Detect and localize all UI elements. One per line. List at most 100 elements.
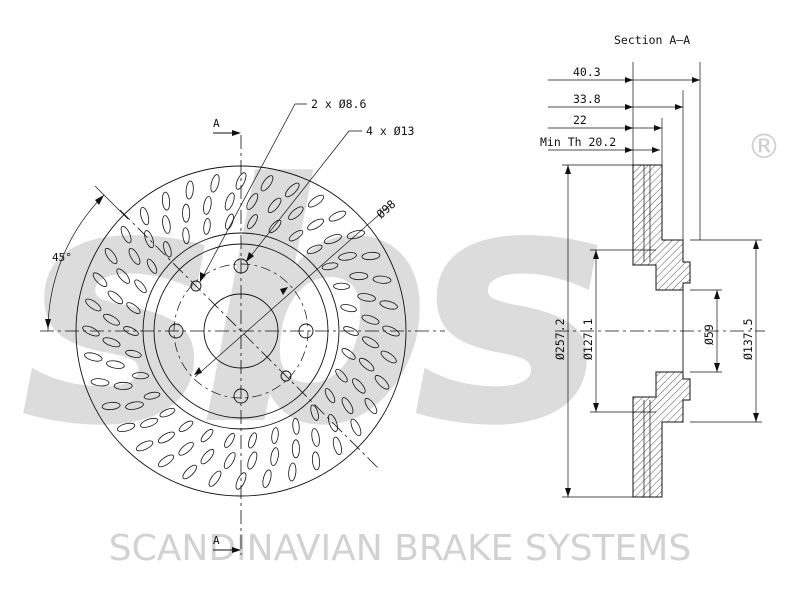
vent-slot — [311, 451, 321, 471]
vent-slot — [307, 218, 324, 231]
vent-slot — [135, 440, 154, 452]
vent-slot — [225, 213, 234, 230]
vent-slot — [350, 418, 362, 437]
vent-slot — [203, 196, 212, 215]
dim-label-33-8: 33.8 — [573, 92, 601, 106]
vent-slot — [260, 175, 274, 192]
vent-slot — [364, 397, 378, 415]
vent-slot — [362, 336, 379, 349]
dim-arrow-257-top — [565, 165, 571, 174]
angle-label: 45° — [52, 251, 72, 264]
vent-slot — [248, 432, 257, 449]
dim-label-257: Ø257.2 — [553, 318, 567, 360]
vent-slot — [306, 244, 323, 254]
vent-slot — [246, 193, 259, 210]
vent-slot — [162, 215, 171, 234]
section-letter-top: A — [213, 117, 220, 130]
vent-slot — [380, 350, 397, 364]
vent-slot — [178, 441, 194, 456]
vent-slot — [291, 439, 300, 459]
callout-arrowhead-bolt-hole — [246, 252, 254, 262]
dim-arrow-33-8-left — [625, 104, 633, 110]
watermark-sbs-text: sbs — [20, 114, 598, 498]
vent-slot — [132, 372, 149, 380]
vent-slot — [332, 436, 342, 456]
vent-slot — [158, 431, 175, 444]
dim-arrow-min-th — [652, 147, 660, 153]
vent-slot — [262, 469, 272, 488]
vent-slot — [358, 357, 375, 372]
section-title: Section A–A — [614, 33, 690, 47]
registered-mark-icon: ® — [747, 127, 781, 167]
vent-slot — [247, 214, 258, 230]
vent-slot — [346, 230, 366, 240]
dim-arrow-22-left — [625, 125, 633, 131]
callout-bolt-hole: 4 x Ø13 — [366, 124, 415, 138]
vent-slot — [102, 337, 121, 348]
vent-slot — [140, 206, 150, 226]
vent-slot — [361, 251, 381, 261]
vent-slot — [382, 325, 400, 337]
section-letter-bottom: A — [213, 534, 220, 547]
vent-slot — [224, 432, 235, 448]
vent-slot — [372, 275, 392, 284]
dim-arrow-137-bottom — [753, 413, 759, 422]
vent-slot — [224, 192, 235, 211]
dim-arrow-137-top — [753, 240, 759, 249]
vent-slot — [310, 404, 319, 421]
vent-slot — [203, 218, 211, 235]
vent-slot — [208, 470, 222, 487]
vent-slot — [338, 252, 357, 261]
section-arrowhead-bottom — [232, 547, 241, 553]
vent-slot — [341, 348, 356, 360]
vent-slot — [85, 298, 102, 312]
vent-slot — [143, 391, 161, 400]
vent-slot — [101, 401, 121, 411]
vent-slot — [182, 464, 197, 480]
vent-slot — [125, 401, 144, 410]
angle-arc — [47, 194, 105, 332]
vent-slot — [104, 247, 118, 265]
front-view: A A 2 x Ø8.6 4 x Ø13 Ø98 45° — [40, 97, 445, 555]
vent-slot — [116, 422, 136, 432]
vent-slot — [379, 300, 398, 310]
section-body-lower — [632, 371, 691, 498]
vent-slot — [126, 302, 141, 314]
callout-arrowhead-small-hole — [200, 272, 206, 282]
vent-slot — [288, 230, 304, 242]
vent-slot — [134, 279, 147, 294]
dim-arrow-127-bottom — [593, 403, 599, 412]
vent-slot — [161, 191, 171, 211]
vent-slot — [267, 197, 282, 214]
watermark-company: SCANDINAVIAN BRAKE SYSTEMS — [109, 528, 691, 569]
vent-slot — [288, 206, 304, 221]
callout-leader-small-hole — [199, 103, 307, 283]
vent-slot — [185, 180, 194, 200]
vent-slot — [223, 452, 236, 469]
dim-label-22: 22 — [573, 113, 587, 127]
vent-slot — [343, 326, 359, 336]
vent-slot — [84, 352, 103, 362]
dim-arrow-40-3 — [692, 77, 700, 83]
vent-slot — [285, 182, 300, 198]
vent-slot — [374, 375, 390, 390]
vent-slot — [270, 447, 279, 466]
dim-label-59: Ø59 — [702, 324, 716, 345]
pcd-arrowhead-lower — [194, 367, 202, 375]
dim-arrow-22 — [654, 125, 662, 131]
dim-label-40-3: 40.3 — [573, 65, 601, 79]
vent-slot — [200, 428, 214, 443]
vent-slot — [146, 258, 158, 274]
vent-slot — [90, 378, 110, 387]
section-body-upper — [632, 164, 691, 291]
vent-slot — [247, 451, 258, 470]
vent-slot — [163, 241, 172, 258]
vent-slot — [340, 304, 357, 313]
vent-slot — [324, 388, 336, 404]
vent-slot — [157, 454, 175, 468]
vent-slot — [120, 225, 132, 244]
vent-slot — [333, 282, 350, 290]
section-arrowhead-top — [232, 130, 241, 136]
vent-slot — [200, 448, 215, 465]
